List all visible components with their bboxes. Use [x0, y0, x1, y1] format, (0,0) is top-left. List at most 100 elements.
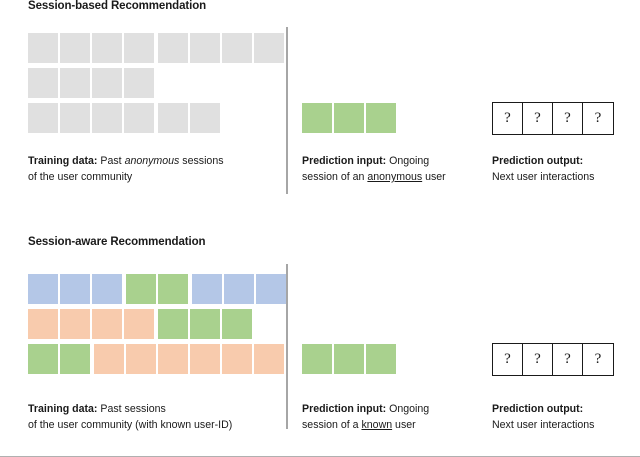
session-cell [222, 344, 252, 374]
session-cell [366, 103, 396, 133]
session-cell [60, 274, 90, 304]
unknown-item-cell: ? [583, 344, 613, 375]
session-cell [158, 309, 188, 339]
session-cell [366, 344, 396, 374]
training-row [28, 274, 286, 304]
unknown-item-cell: ? [493, 344, 523, 375]
row-segment [28, 33, 154, 63]
caption-line: Training data: Past sessions [28, 401, 232, 417]
row-segment [28, 344, 90, 374]
row-segment [94, 344, 284, 374]
caption-line: session of an anonymous user [302, 169, 446, 185]
prediction-output-caption: Prediction output: Next user interaction… [492, 401, 594, 433]
session-cell [254, 344, 284, 374]
panel-divider-top [286, 27, 288, 194]
session-cell [334, 103, 364, 133]
caption-text: session of a [302, 419, 362, 431]
caption-line: Prediction output: [492, 153, 594, 169]
session-cell [126, 344, 156, 374]
caption-label: Prediction output: [492, 403, 584, 415]
session-cell [124, 68, 154, 98]
caption-text: user [422, 171, 446, 183]
session-cell [28, 103, 58, 133]
prediction-output-caption: Prediction output: Next user interaction… [492, 153, 594, 185]
caption-line: Prediction input: Ongoing [302, 153, 446, 169]
row-segment [158, 33, 284, 63]
row-segment [158, 309, 252, 339]
session-cell [302, 344, 332, 374]
training-row [28, 68, 154, 98]
session-cell [28, 344, 58, 374]
session-cell [158, 344, 188, 374]
prediction-output-row: ? ? ? ? [492, 343, 614, 376]
session-cell [222, 33, 252, 63]
caption-text: user [392, 419, 416, 431]
unknown-item-cell: ? [553, 103, 583, 134]
session-cell [190, 309, 220, 339]
unknown-item-cell: ? [523, 344, 553, 375]
session-cell [158, 274, 188, 304]
session-cell [92, 309, 122, 339]
session-cell [224, 274, 254, 304]
session-cell [28, 33, 58, 63]
caption-line: Next user interactions [492, 171, 595, 183]
session-cell [190, 33, 220, 63]
caption-line: of the user community (with known user-I… [28, 419, 233, 431]
unknown-item-cell: ? [523, 103, 553, 134]
session-cell [60, 103, 90, 133]
unknown-item-cell: ? [553, 344, 583, 375]
session-cell [190, 103, 220, 133]
session-cell [302, 103, 332, 133]
session-cell [158, 103, 188, 133]
panel-title-session-aware: Session-aware Recommendation [28, 236, 206, 248]
caption-text: sessions [179, 155, 224, 167]
caption-line: Training data: Past anonymous sessions [28, 153, 224, 169]
caption-text: session of an [302, 171, 368, 183]
caption-line: of the user community [28, 171, 133, 183]
session-cell [190, 344, 220, 374]
session-cell [28, 274, 58, 304]
training-row [28, 344, 284, 374]
unknown-item-cell: ? [493, 103, 523, 134]
session-cell [92, 274, 122, 304]
session-cell [60, 309, 90, 339]
session-cell [124, 103, 154, 133]
caption-text: Ongoing [386, 403, 430, 415]
caption-line: Prediction output: [492, 401, 594, 417]
session-cell [334, 344, 364, 374]
caption-label: Training data: [28, 403, 98, 415]
caption-emphasis: anonymous [124, 155, 180, 167]
panel-session-aware: Session-aware Recommendation [0, 236, 640, 457]
caption-text: Past sessions [97, 403, 166, 415]
training-data-caption: Training data: Past sessions of the user… [28, 401, 232, 433]
row-segment [302, 103, 396, 133]
caption-label: Training data: [28, 155, 98, 167]
panel-session-based: Session-based Recommendation [0, 0, 640, 228]
row-segment [28, 68, 154, 98]
session-cell [60, 344, 90, 374]
row-segment [28, 309, 154, 339]
session-cell [124, 309, 154, 339]
session-cell [94, 344, 124, 374]
panel-divider-bottom [286, 264, 288, 429]
session-cell [60, 33, 90, 63]
caption-text: Past [97, 155, 125, 167]
session-cell [92, 103, 122, 133]
caption-line: Prediction input: Ongoing [302, 401, 429, 417]
session-cell [256, 274, 286, 304]
training-row [28, 103, 220, 133]
prediction-output-row: ? ? ? ? [492, 102, 614, 135]
session-cell [222, 309, 252, 339]
caption-line: Next user interactions [492, 419, 595, 431]
caption-underline: known [361, 419, 393, 431]
session-cell [254, 33, 284, 63]
training-row [28, 33, 284, 63]
caption-label: Prediction output: [492, 155, 584, 167]
caption-line: session of a known user [302, 417, 429, 433]
prediction-input-row [302, 103, 396, 133]
caption-underline: anonymous [367, 171, 423, 183]
session-cell [126, 274, 156, 304]
caption-label: Prediction input: [302, 155, 387, 167]
session-cell [92, 68, 122, 98]
